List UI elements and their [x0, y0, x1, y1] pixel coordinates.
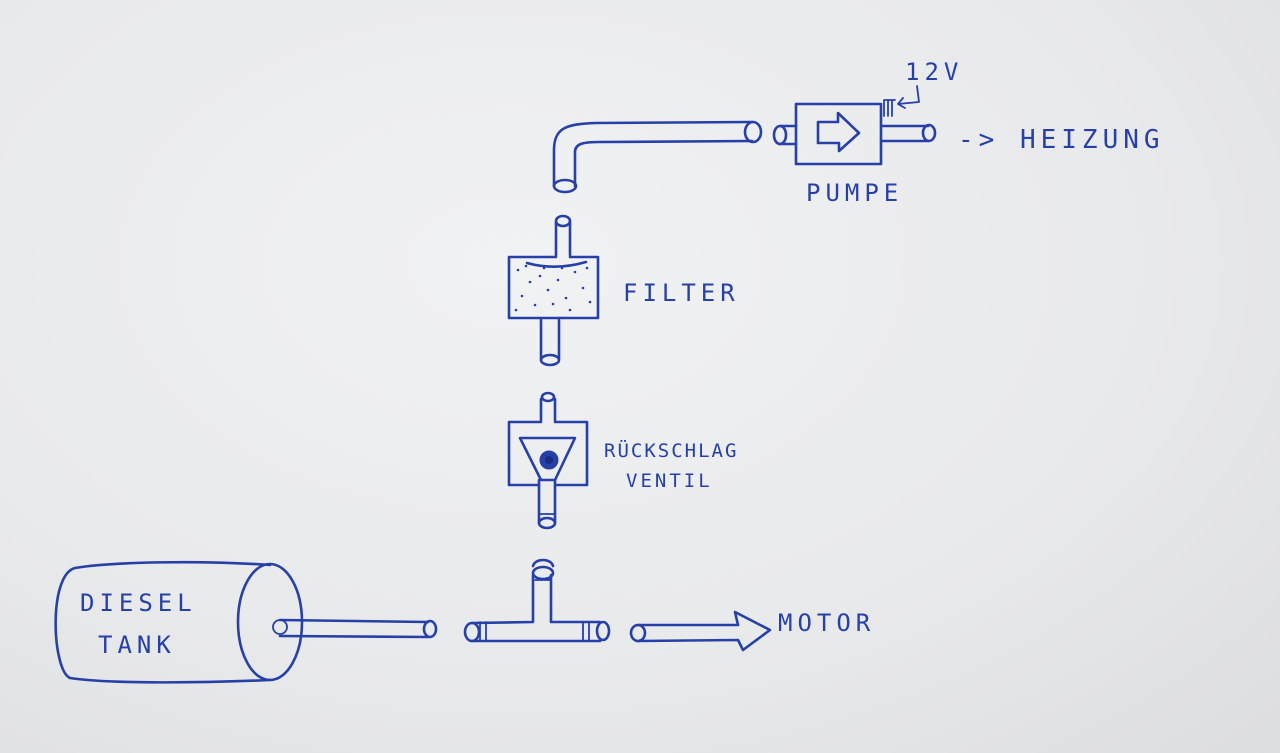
filter: FILTER [507, 214, 740, 367]
tank-label-line2: TANK [98, 631, 176, 659]
tank-label-line1: DIESEL [80, 589, 197, 617]
valve-label-line2: VENTIL [626, 470, 713, 492]
check-valve: RÜCKSCHLAG VENTIL [507, 391, 738, 530]
motor-label: MOTOR [778, 609, 875, 637]
valve-label-line1: RÜCKSCHLAG [604, 439, 738, 462]
diesel-tank: DIESEL TANK [54, 560, 304, 684]
elbow-pipe [552, 120, 763, 194]
heater-label: -> HEIZUNG [958, 125, 1165, 155]
filter-label: FILTER [623, 279, 740, 307]
pump-label: PUMPE [806, 179, 903, 207]
pipe-tank-to-tee [278, 618, 438, 639]
voltage-label: 12V [905, 58, 963, 86]
filter-media-dots [514, 264, 592, 312]
motor-outlet-arrow: MOTOR [629, 609, 875, 652]
pump: PUMPE 12V -> HEIZUNG [772, 58, 1165, 207]
tee-connector [463, 558, 611, 643]
